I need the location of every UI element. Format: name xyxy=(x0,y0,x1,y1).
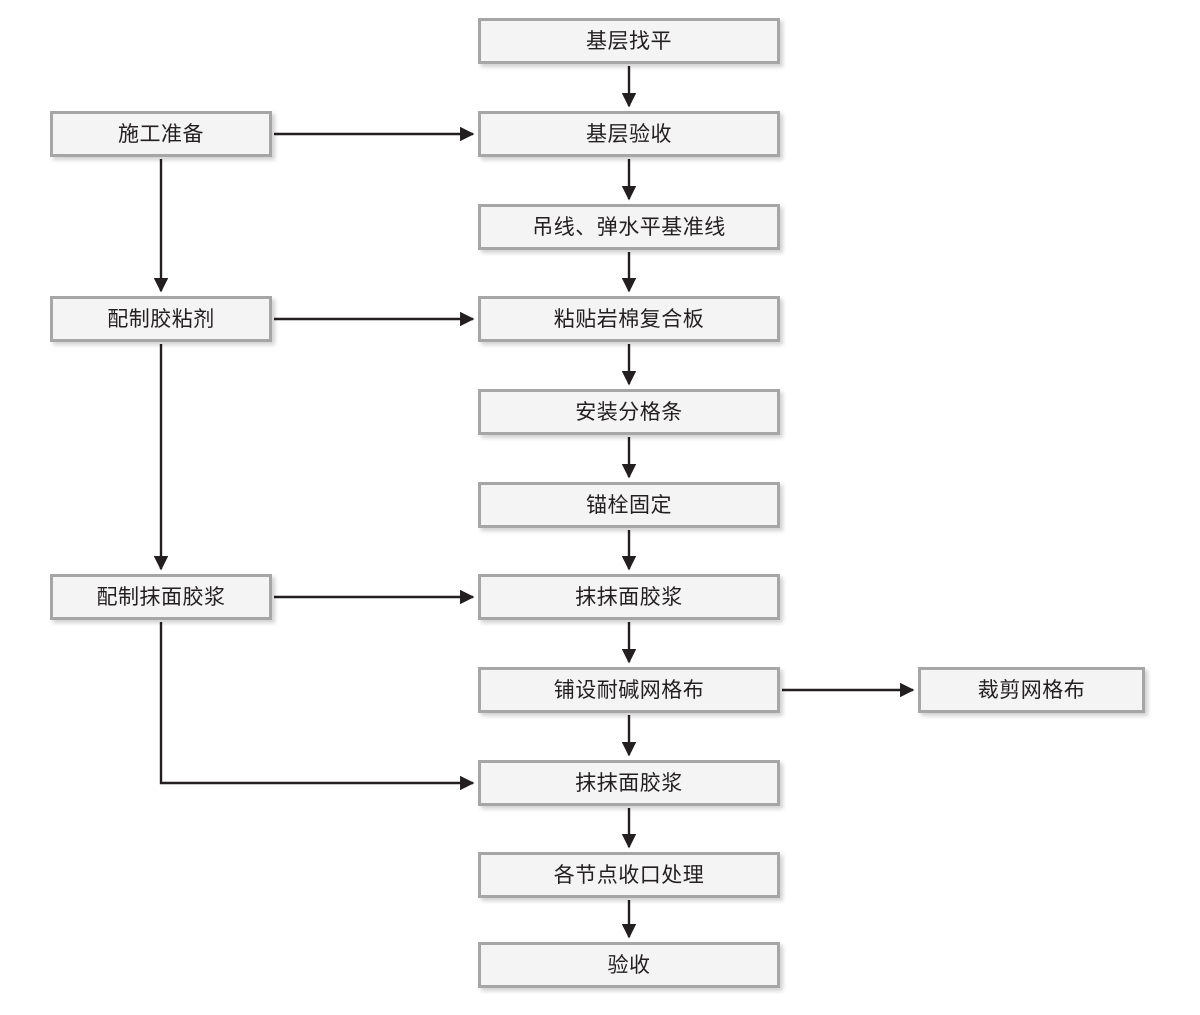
node-label: 安装分格条 xyxy=(575,399,683,424)
node-prepare-adhesive[interactable]: 配制胶粘剂 xyxy=(50,296,272,342)
node-cut-mesh-cloth[interactable]: 裁剪网格布 xyxy=(918,667,1145,713)
node-base-leveling[interactable]: 基层找平 xyxy=(478,18,780,64)
node-label: 基层找平 xyxy=(586,28,672,53)
node-label: 验收 xyxy=(607,952,651,977)
node-install-dividing-strips[interactable]: 安装分格条 xyxy=(478,389,780,435)
node-label: 基层验收 xyxy=(586,121,672,146)
node-prepare-surface-mortar[interactable]: 配制抹面胶浆 xyxy=(50,574,272,620)
node-label: 施工准备 xyxy=(118,121,204,146)
node-label: 配制胶粘剂 xyxy=(107,306,215,331)
edge-l3-n9 xyxy=(159,622,475,791)
node-label: 粘贴岩棉复合板 xyxy=(553,306,705,331)
node-final-acceptance[interactable]: 验收 xyxy=(478,942,780,988)
node-label: 各节点收口处理 xyxy=(553,862,705,887)
node-label: 吊线、弹水平基准线 xyxy=(532,214,726,239)
node-label: 锚栓固定 xyxy=(586,492,672,517)
node-label: 铺设耐碱网格布 xyxy=(553,677,705,702)
node-label: 配制抹面胶浆 xyxy=(96,584,226,609)
node-label: 抹抹面胶浆 xyxy=(575,770,683,795)
node-plumb-line-level-datum[interactable]: 吊线、弹水平基准线 xyxy=(478,204,780,250)
node-construction-preparation[interactable]: 施工准备 xyxy=(50,111,272,157)
node-lay-alkali-resistant-mesh[interactable]: 铺设耐碱网格布 xyxy=(478,667,780,713)
node-apply-surface-mortar-1[interactable]: 抹抹面胶浆 xyxy=(478,574,780,620)
node-anchor-bolt-fixing[interactable]: 锚栓固定 xyxy=(478,482,780,528)
node-base-acceptance[interactable]: 基层验收 xyxy=(478,111,780,157)
node-apply-surface-mortar-2[interactable]: 抹抹面胶浆 xyxy=(478,760,780,806)
node-label: 裁剪网格布 xyxy=(977,677,1086,702)
node-bond-rockwool-panel[interactable]: 粘贴岩棉复合板 xyxy=(478,296,780,342)
node-label: 抹抹面胶浆 xyxy=(575,584,683,609)
node-joint-closure-treatment[interactable]: 各节点收口处理 xyxy=(478,852,780,898)
